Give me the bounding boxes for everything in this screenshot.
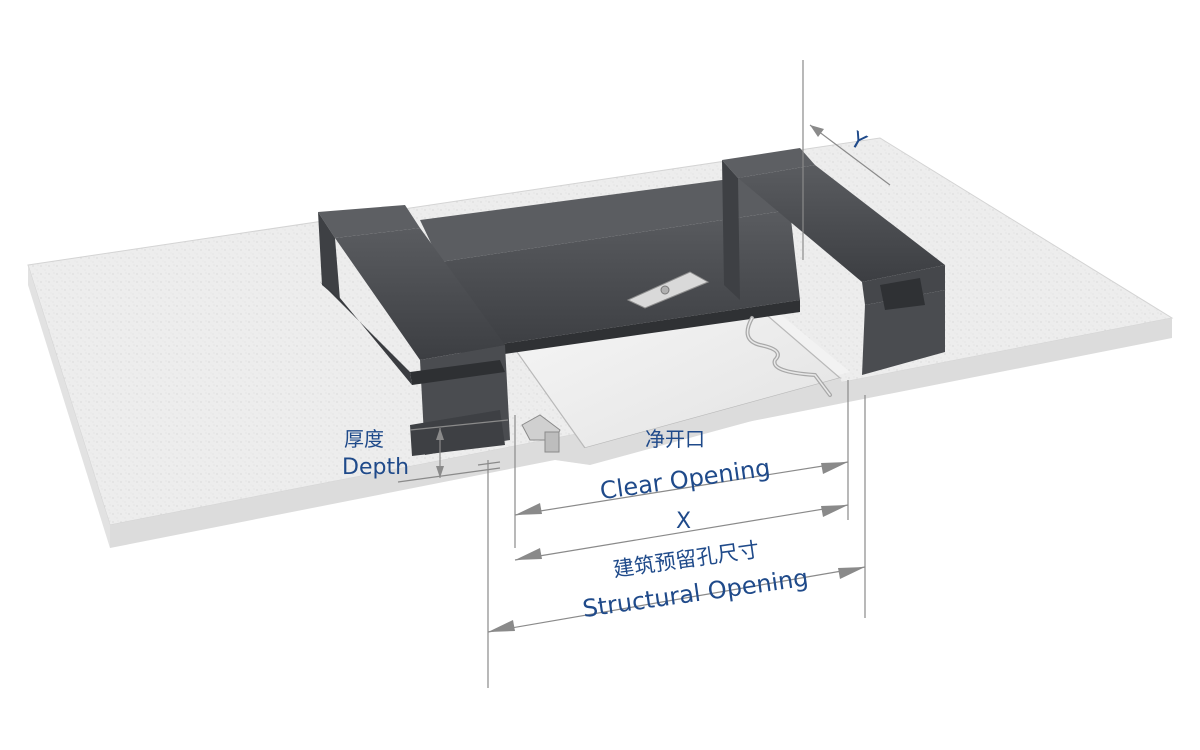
back-channel (420, 175, 800, 360)
hinge-bracket (626, 271, 710, 309)
x-axis-label: X (676, 509, 691, 534)
dimension-lines (397, 60, 891, 688)
spring-latch (745, 316, 832, 397)
clear-opening-label-en: Clear Opening (598, 454, 772, 506)
depth-label-zh: 厚度 (344, 427, 384, 451)
left-channel (318, 205, 510, 456)
panel-clip (521, 414, 561, 453)
clear-opening-label-zh: 净开口 (645, 427, 705, 451)
depth-label-en: Depth (342, 455, 409, 480)
right-channel (722, 148, 945, 375)
